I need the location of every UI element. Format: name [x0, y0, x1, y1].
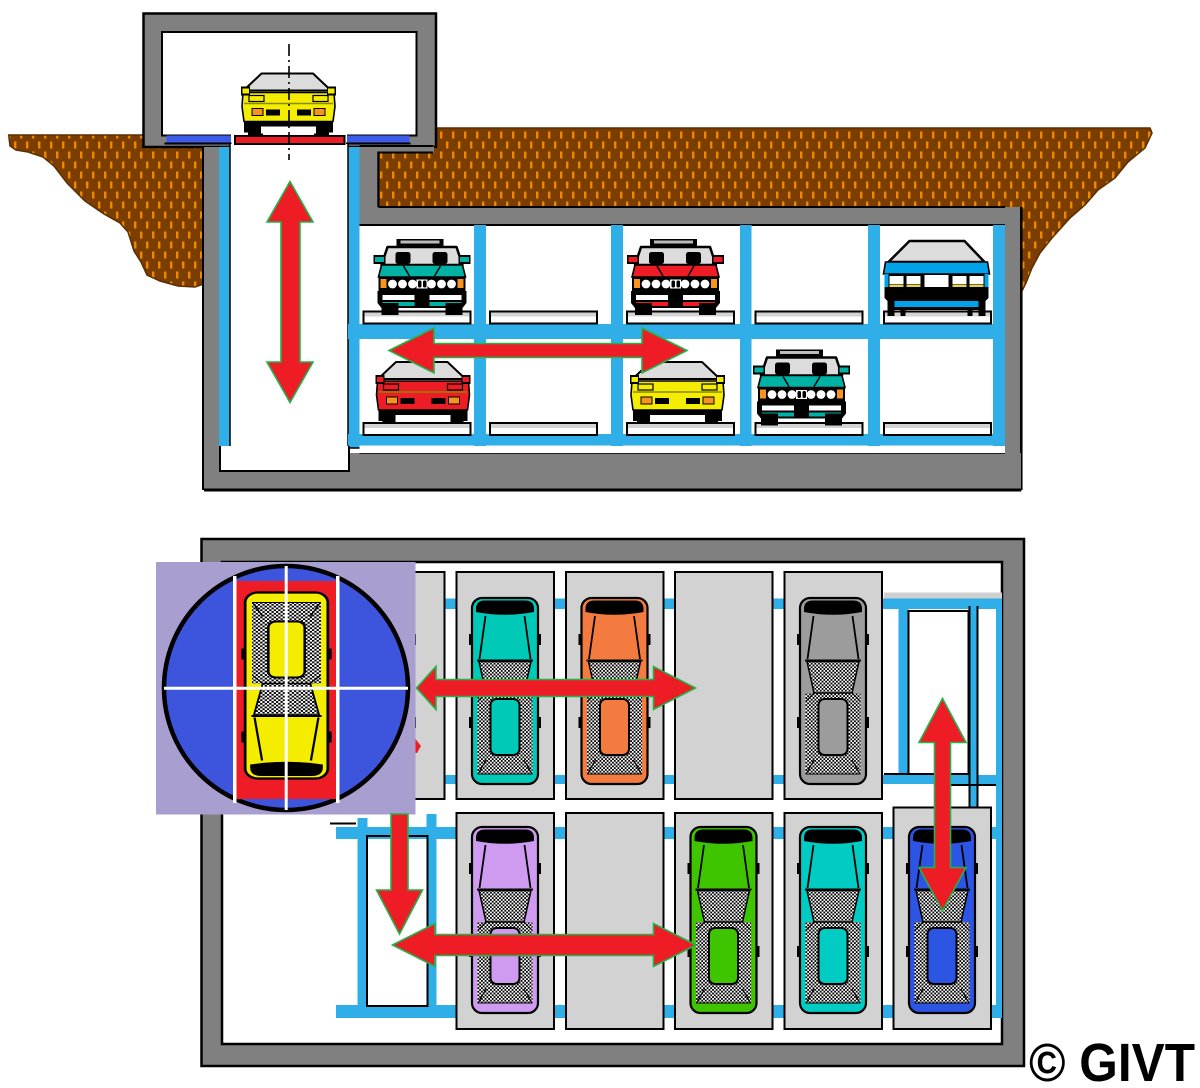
svg-text:© GIVT: © GIVT [1029, 1033, 1195, 1088]
